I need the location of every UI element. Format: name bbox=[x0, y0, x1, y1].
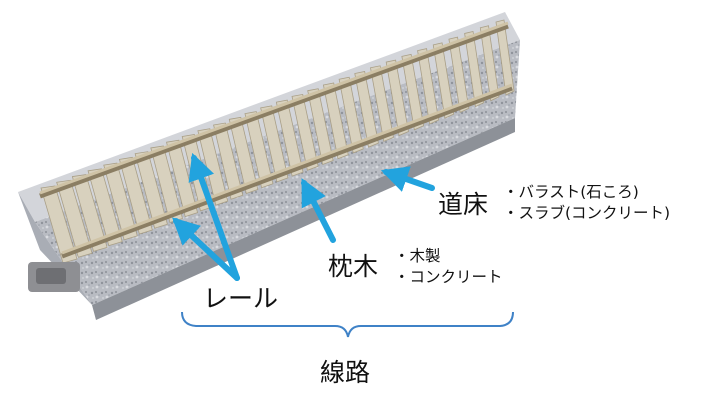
roadbed-arrow bbox=[380, 166, 435, 192]
sleeper bbox=[103, 162, 138, 241]
sleeper bbox=[307, 88, 334, 166]
sleeper bbox=[260, 105, 289, 183]
sleeper bbox=[166, 139, 199, 218]
pointer-arrows bbox=[172, 152, 435, 281]
sleeper bbox=[385, 59, 409, 137]
label-track: 線路 bbox=[320, 358, 371, 387]
sleeper bbox=[87, 168, 123, 247]
sleeper bbox=[118, 156, 153, 235]
rails bbox=[39, 21, 513, 259]
roadbed-note-slab: ・スラブ(コンクリート) bbox=[503, 204, 671, 222]
sleeper bbox=[479, 25, 500, 102]
sleeper bbox=[495, 19, 515, 96]
rail-far-base bbox=[39, 23, 509, 199]
sleeper-note-wood: ・木製 bbox=[394, 247, 441, 265]
sleeper bbox=[134, 151, 168, 229]
rail-arrow-upper bbox=[188, 152, 240, 281]
rail-near bbox=[61, 83, 513, 255]
label-rail: レール bbox=[203, 284, 279, 313]
sleeper bbox=[56, 179, 93, 258]
sleeper bbox=[448, 36, 470, 113]
sleeper bbox=[432, 42, 455, 119]
sleeper bbox=[275, 99, 304, 177]
sleeper-arrow bbox=[301, 178, 336, 243]
sleeper bbox=[40, 185, 78, 264]
rail-near-base bbox=[61, 85, 513, 259]
sleeper bbox=[228, 116, 259, 195]
track-bracket bbox=[181, 311, 514, 338]
rail-far bbox=[39, 21, 509, 195]
sleeper bbox=[71, 174, 108, 252]
sleeper bbox=[417, 48, 440, 125]
sleeper bbox=[244, 111, 274, 189]
sleeper bbox=[213, 122, 244, 200]
roadbed-notes: ・バラスト(石ころ) ・スラブ(コンクリート) bbox=[503, 182, 670, 224]
rail-arrow-lower bbox=[172, 217, 240, 281]
label-sleeper: 枕木 bbox=[328, 252, 379, 281]
sleeper bbox=[322, 82, 349, 160]
sleeper bbox=[338, 76, 364, 154]
roadbed-note-ballast: ・バラスト(石ころ) bbox=[503, 183, 639, 201]
sleeper bbox=[401, 53, 425, 131]
label-roadbed: 道床 bbox=[438, 190, 489, 219]
sleeper-notes: ・木製 ・コンクリート bbox=[394, 246, 503, 288]
sleeper bbox=[370, 65, 394, 142]
sleeper bbox=[291, 93, 319, 171]
sleeper bbox=[464, 30, 485, 108]
sleeper bbox=[354, 71, 379, 148]
rail-joiner bbox=[28, 262, 80, 292]
sleeper-note-concrete: ・コンクリート bbox=[394, 268, 503, 286]
